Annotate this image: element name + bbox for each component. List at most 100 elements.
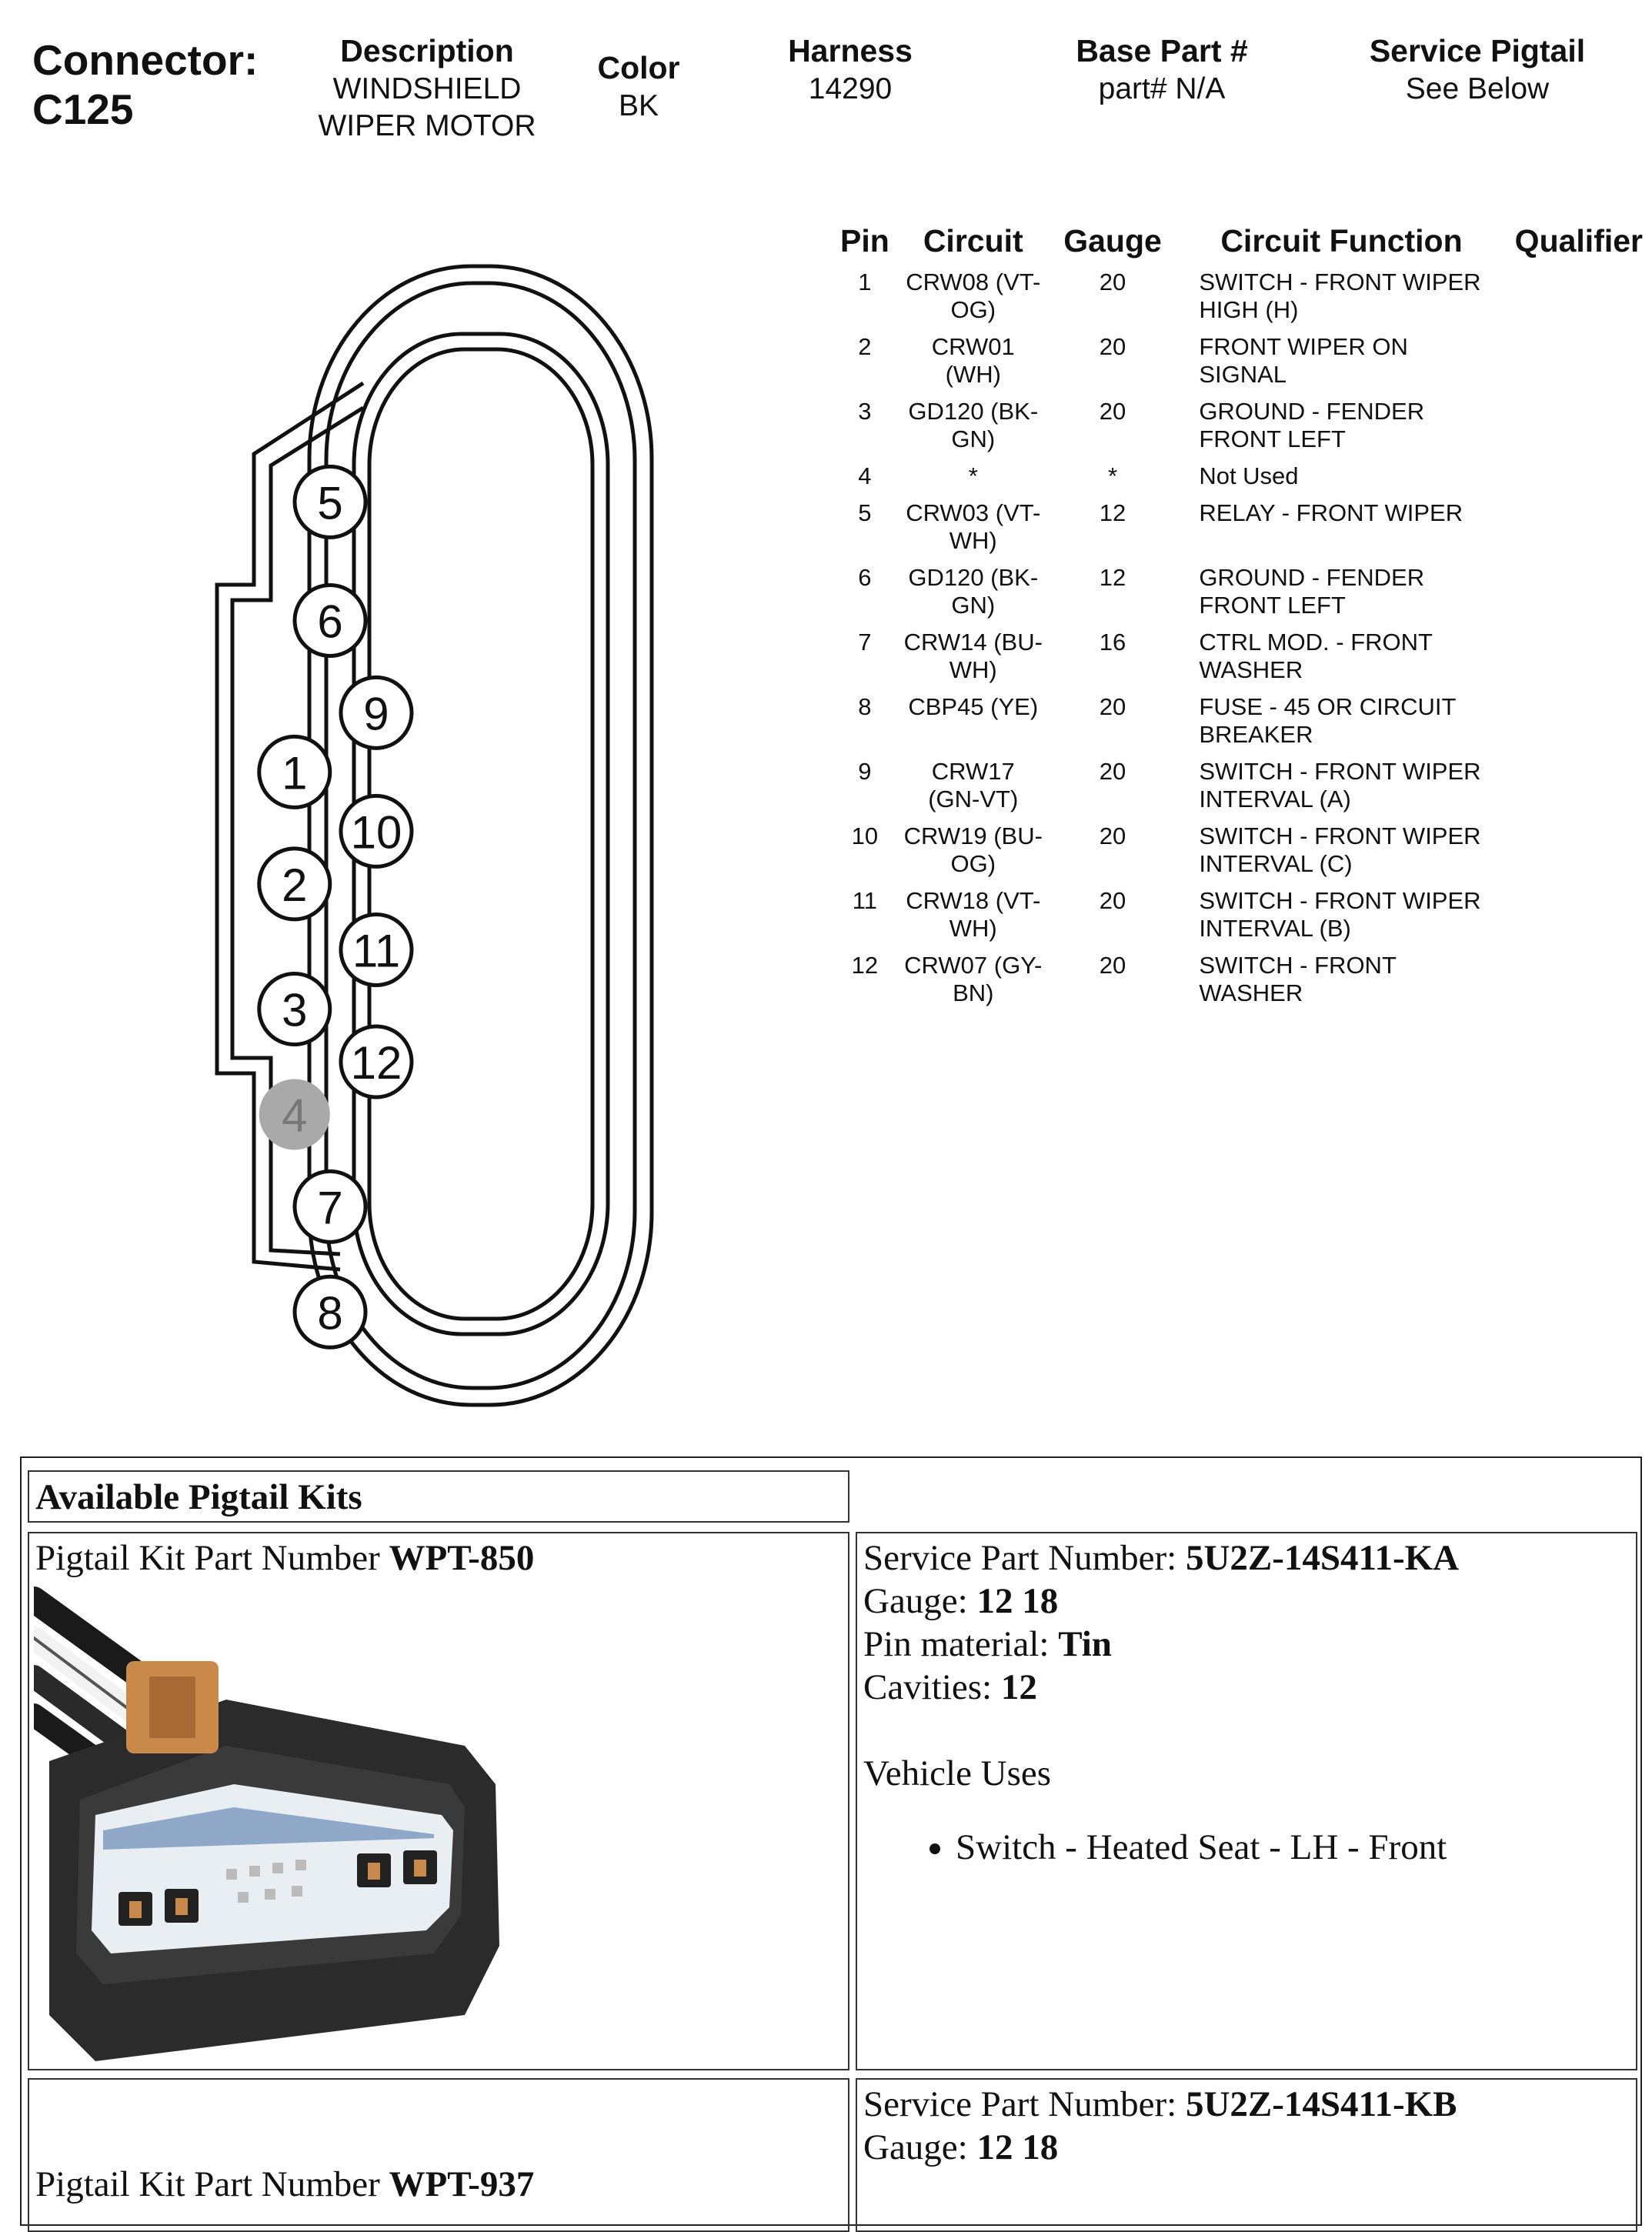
qualifier-column-header: Qualifier [1514,223,1643,259]
connector-label: Connector: [32,36,259,84]
base-part-label: Base Part # [1076,33,1248,68]
kit-1-service-value: 5U2Z-14S411-KA [1185,1538,1460,1578]
pigtail-kit-2-details: Service Part Number: 5U2Z-14S411-KB Gaug… [856,2078,1637,2232]
kit-1-vehicle-uses-list: Switch - Heated Seat - LH - Front [863,1826,1630,1869]
pin-number-label: 7 [317,1182,342,1233]
harness-field: Harness 14290 [754,31,946,108]
pin-qualifier-cell [1506,499,1652,564]
pin-pin-cell: 11 [852,887,877,914]
kit-1-cavities-label: Cavities: [863,1667,993,1707]
pin-qualifier-cell [1506,333,1652,398]
kit-1-service-label: Service Part Number: [863,1538,1177,1578]
pin-number-label: 8 [317,1287,342,1339]
pin-number-label: 12 [351,1037,402,1089]
pin-qualifier-cell [1506,462,1652,499]
pin-gauge-cell: 16 [1099,629,1126,656]
kit-2-gauge-value: 12 18 [976,2127,1059,2167]
pin-number-label: 5 [317,477,342,529]
pin-function-cell: SWITCH - FRONT WIPER INTERVAL (A) [1199,758,1481,812]
pin-pin-cell: 6 [858,564,872,591]
kit-1-vehicle-uses-label: Vehicle Uses [863,1753,1052,1793]
pin-function-cell: GROUND - FENDER FRONT LEFT [1199,398,1425,452]
pin-function-cell: Not Used [1199,462,1299,489]
kit-2-service-part: Service Part Number: 5U2Z-14S411-KB [863,2083,1630,2126]
pin-circuit-cell: CRW17 (GN-VT) [928,758,1019,812]
pigtail-kit-2-info: Pigtail Kit Part Number WPT-937 [28,2078,849,2232]
pin-number-label: 10 [351,806,402,858]
pin-cavity [339,912,414,987]
pin-pin-cell: 3 [858,398,872,425]
pin-function-cell: SWITCH - FRONT WIPER INTERVAL (C) [1199,822,1481,877]
pin-circuit-cell: CRW08 (VT-OG) [906,269,1041,323]
connector-latch-inner [230,405,365,1256]
service-pigtail-value: See Below [1405,72,1550,105]
kit-1-pin-material: Pin material: Tin [863,1623,1630,1666]
gauge-column-header: Gauge [1063,223,1162,259]
pigtail-connector-photo [34,1586,499,2061]
kit-2-part-label: Pigtail Kit Part Number [35,2164,380,2204]
pin-qualifier-cell [1506,398,1652,462]
harness-label: Harness [788,33,913,68]
service-pigtail-field: Service Pigtail See Below [1339,31,1616,108]
kit-1-vehicle-use-item: Switch - Heated Seat - LH - Front [956,1826,1630,1869]
pin-cavity [257,734,332,809]
connector-housing-mid [324,281,637,1390]
base-part-field: Base Part # part# N/A [1039,31,1285,108]
pin-pin-cell: 8 [858,693,872,720]
pin-circuit-cell: CRW01 (WH) [931,333,1015,388]
kit-2-service-value: 5U2Z-14S411-KB [1185,2084,1457,2124]
pin-pin-cell: 2 [858,333,872,360]
kit-1-pin-material-value: Tin [1058,1624,1112,1664]
pin-gauge-cell: 20 [1099,887,1126,914]
pin-function-cell: SWITCH - FRONT WIPER HIGH (H) [1199,269,1481,323]
pin-cavity [339,793,414,869]
kit-1-cavities-value: 12 [1000,1667,1037,1707]
kit-1-pin-material-label: Pin material: [863,1624,1050,1664]
kit-1-service-part: Service Part Number: 5U2Z-14S411-KA [863,1536,1630,1580]
pin-number-label: 6 [317,596,342,647]
pin-cavity [292,1169,368,1244]
kit-1-gauge-label: Gauge: [863,1581,968,1621]
pin-circuit-cell: CRW03 (VT-WH) [906,499,1041,554]
harness-value: 14290 [808,72,893,105]
pin-cavity [339,1024,414,1099]
description-field: Description WINDSHIELD WIPER MOTOR [285,31,569,145]
pin-table-header-row: Pin Circuit Gauge Circuit Function Quali… [831,223,1652,269]
pigtail-kit-1-details: Service Part Number: 5U2Z-14S411-KA Gaug… [856,1532,1637,2070]
pin-number-label: 9 [363,688,389,739]
circuit-column-header: Circuit [923,223,1023,259]
kit-2-part-number: Pigtail Kit Part Number WPT-937 [35,2163,842,2206]
pin-cavity [292,1274,368,1350]
pin-circuit-cell: GD120 (BK-GN) [908,398,1039,452]
pin-gauge-cell: 20 [1099,952,1126,979]
pin-gauge-cell: 20 [1099,822,1126,849]
kit-2-gauge-label: Gauge: [863,2127,968,2167]
connector-housing-outer [307,264,654,1407]
pin-number-label: 3 [282,985,307,1036]
pin-number-label: 1 [282,747,307,799]
pin-qualifier-cell [1506,564,1652,629]
pin-cavity [292,464,368,539]
pin-qualifier-cell [1506,693,1652,758]
color-label: Color [597,50,680,85]
pin-function-cell: GROUND - FENDER FRONT LEFT [1199,564,1425,619]
kit-2-part-value: WPT-937 [389,2164,535,2204]
pin-column-header: Pin [840,223,889,259]
pin-number-label: 11 [352,925,400,976]
pin-pin-cell: 5 [858,499,872,526]
pin-cavity-unused [259,1079,330,1150]
pin-gauge-cell: 12 [1099,499,1126,526]
pin-circuit-cell: GD120 (BK-GN) [908,564,1039,619]
pin-table-row: 4**Not Used [831,462,1652,499]
pin-circuit-cell: CRW18 (VT-WH) [906,887,1041,942]
connector-latch [215,381,365,1272]
pin-pin-cell: 7 [858,629,872,656]
